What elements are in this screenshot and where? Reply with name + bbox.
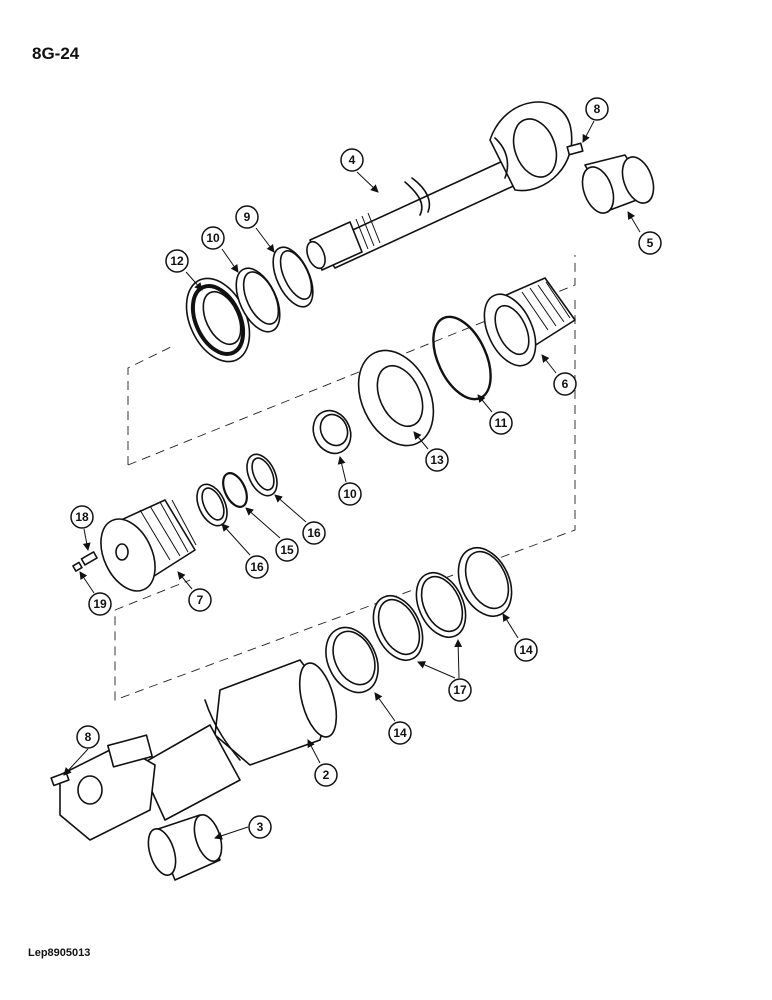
callout-11: 11 [495, 416, 508, 430]
callout-15: 15 [280, 543, 294, 557]
piston-rod [306, 101, 573, 271]
callout-14-right: 14 [519, 643, 533, 657]
callout-16-left: 16 [250, 560, 264, 574]
wiper-seal [357, 349, 435, 447]
piston-rings [196, 453, 278, 527]
callout-5: 5 [647, 236, 654, 250]
callout-19: 19 [93, 597, 107, 611]
piston [100, 499, 197, 592]
callout-8-bottom: 8 [85, 730, 92, 744]
ring-9 [272, 246, 314, 308]
seal-ring [185, 277, 251, 363]
callout-2: 2 [323, 768, 330, 782]
callout-12: 12 [170, 254, 184, 268]
bushing-bottom [147, 814, 223, 881]
ring-middle [312, 409, 352, 455]
assembly-guide-lines [114, 255, 576, 701]
callout-6: 6 [562, 377, 569, 391]
callout-13: 13 [430, 453, 444, 467]
callout-14-left: 14 [393, 726, 407, 740]
cylinder-barrel [139, 659, 338, 821]
figure-reference: Lep8905013 [28, 947, 91, 959]
callout-7: 7 [197, 593, 204, 607]
set-screw [72, 551, 98, 572]
callout-18: 18 [75, 510, 89, 524]
grease-fitting-top [566, 142, 584, 156]
callout-3: 3 [257, 820, 264, 834]
bushing-top-right [581, 154, 655, 214]
callout-9: 9 [244, 210, 251, 224]
callout-8-top: 8 [594, 102, 601, 116]
callout-10-middle: 10 [343, 487, 357, 501]
cylinder-base [50, 734, 156, 841]
callouts: 4 8 5 9 10 12 6 11 13 10 [63, 97, 662, 840]
page-code: 8G-24 [32, 44, 80, 63]
ring-top [235, 267, 281, 333]
callout-16-right: 16 [307, 526, 321, 540]
barrel-rings [325, 547, 513, 694]
gland [483, 277, 576, 367]
callout-4: 4 [349, 153, 356, 167]
callout-17: 17 [453, 683, 467, 697]
callout-10-top: 10 [206, 231, 220, 245]
